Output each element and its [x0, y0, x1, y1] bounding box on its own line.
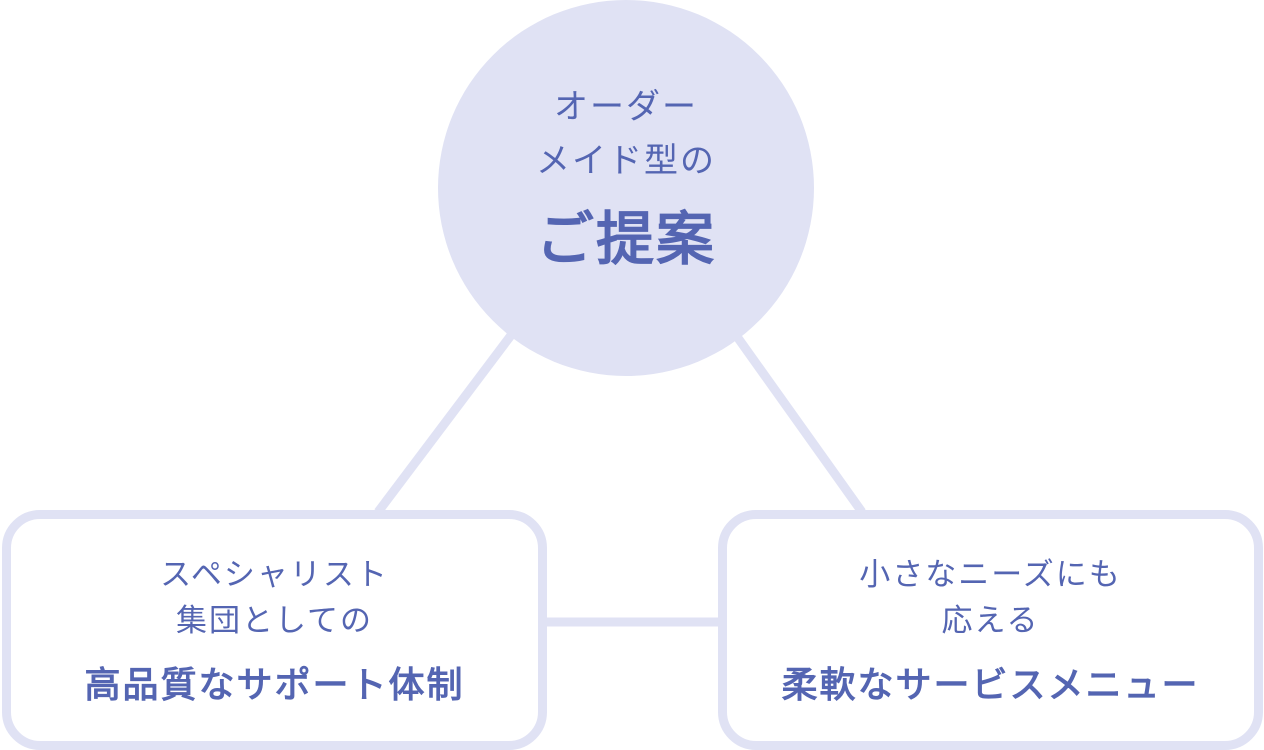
right-line1: 小さなニーズにも — [859, 557, 1122, 593]
connector-center-left — [374, 331, 516, 515]
center-circle: オーダー メイド型の ご提案 — [438, 0, 814, 376]
right-line2: 応える — [941, 603, 1040, 639]
center-line2: メイド型の — [536, 141, 716, 181]
center-title: ご提案 — [535, 205, 716, 273]
left-title: 高品質なサポート体制 — [84, 665, 465, 706]
right-title: 柔軟なサービスメニュー — [781, 665, 1200, 706]
center-line1: オーダー — [554, 87, 698, 127]
left-line1: スペシャリスト — [160, 557, 389, 593]
right-box: 小さなニーズにも 応える 柔軟なサービスメニュー — [718, 510, 1263, 750]
left-box: スペシャリスト 集団としての 高品質なサポート体制 — [2, 510, 547, 750]
left-line2: 集団としての — [175, 603, 374, 639]
connector-center-right — [734, 335, 866, 515]
